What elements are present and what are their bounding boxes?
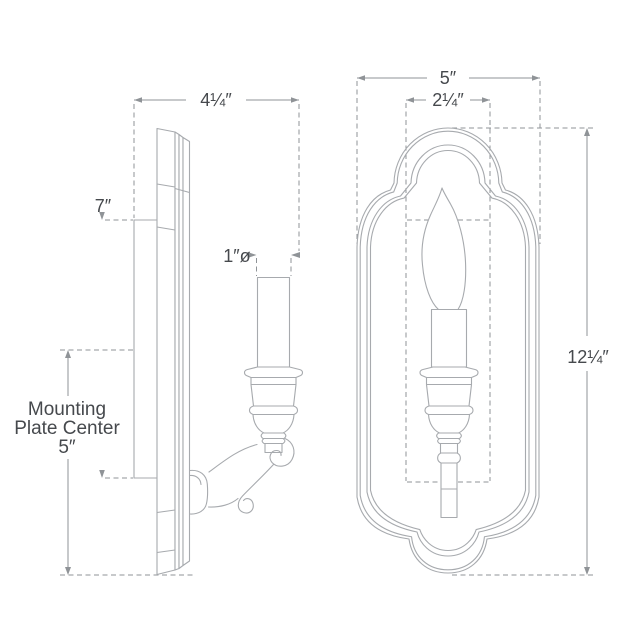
extension-dimension-label: 4¼″ [200, 90, 232, 110]
drawing-line [366, 144, 530, 557]
drawing-line [437, 437, 461, 445]
overall-height-dimension [452, 127, 594, 576]
drawing-line [436, 432, 462, 440]
mounting-plate-center-label-line2: Plate Center [14, 418, 120, 439]
flame-bulb [421, 187, 467, 311]
overall-width-dimension-label: 5″ [440, 68, 457, 88]
drawing-line [356, 127, 540, 574]
mounting-plate-center-label-line3: 5″ [58, 437, 76, 458]
side-candle [243, 276, 304, 454]
drawing-line [260, 432, 287, 440]
backplate-height-dimension-label: 7″ [95, 196, 112, 216]
dimension-annotations [60, 75, 594, 576]
drawing-line [419, 366, 479, 386]
side-scroll-arm [189, 437, 295, 515]
drawing-line [424, 383, 474, 416]
side-view [133, 127, 304, 576]
drawing-line [248, 383, 299, 416]
dimension-labels: 4¼″ 7″ 1″ø Mounting Plate Center 5″ 5″ 2… [14, 68, 609, 458]
side-mounting-plate [133, 219, 158, 479]
mounting-plate-center-label-line1: Mounting [28, 399, 106, 420]
front-candle-cup [419, 366, 479, 445]
overall-width-dimension [356, 75, 541, 244]
backplate-height-dimension [99, 212, 133, 479]
overall-height-dimension-label: 12¼″ [567, 347, 609, 367]
backplate-width-dimension [405, 97, 491, 483]
backplate-width-dimension-label: 2¼″ [432, 90, 464, 110]
drawing-line [359, 130, 537, 571]
extension-dimension [133, 97, 300, 251]
candle-diameter-dimension [247, 252, 300, 276]
side-backplate [156, 127, 191, 576]
drawing-line [427, 413, 471, 434]
drawing-line [252, 413, 295, 434]
candle-diameter-dimension-label: 1″ø [223, 246, 250, 266]
front-backplate [356, 127, 540, 574]
drawing-line [243, 366, 304, 386]
side-candle-cup [243, 366, 304, 445]
drawing-line [369, 149, 527, 552]
front-view [356, 127, 540, 574]
mounting-plate-center-dimension [60, 349, 196, 576]
drawing-line [261, 437, 286, 445]
front-candle [419, 187, 479, 519]
